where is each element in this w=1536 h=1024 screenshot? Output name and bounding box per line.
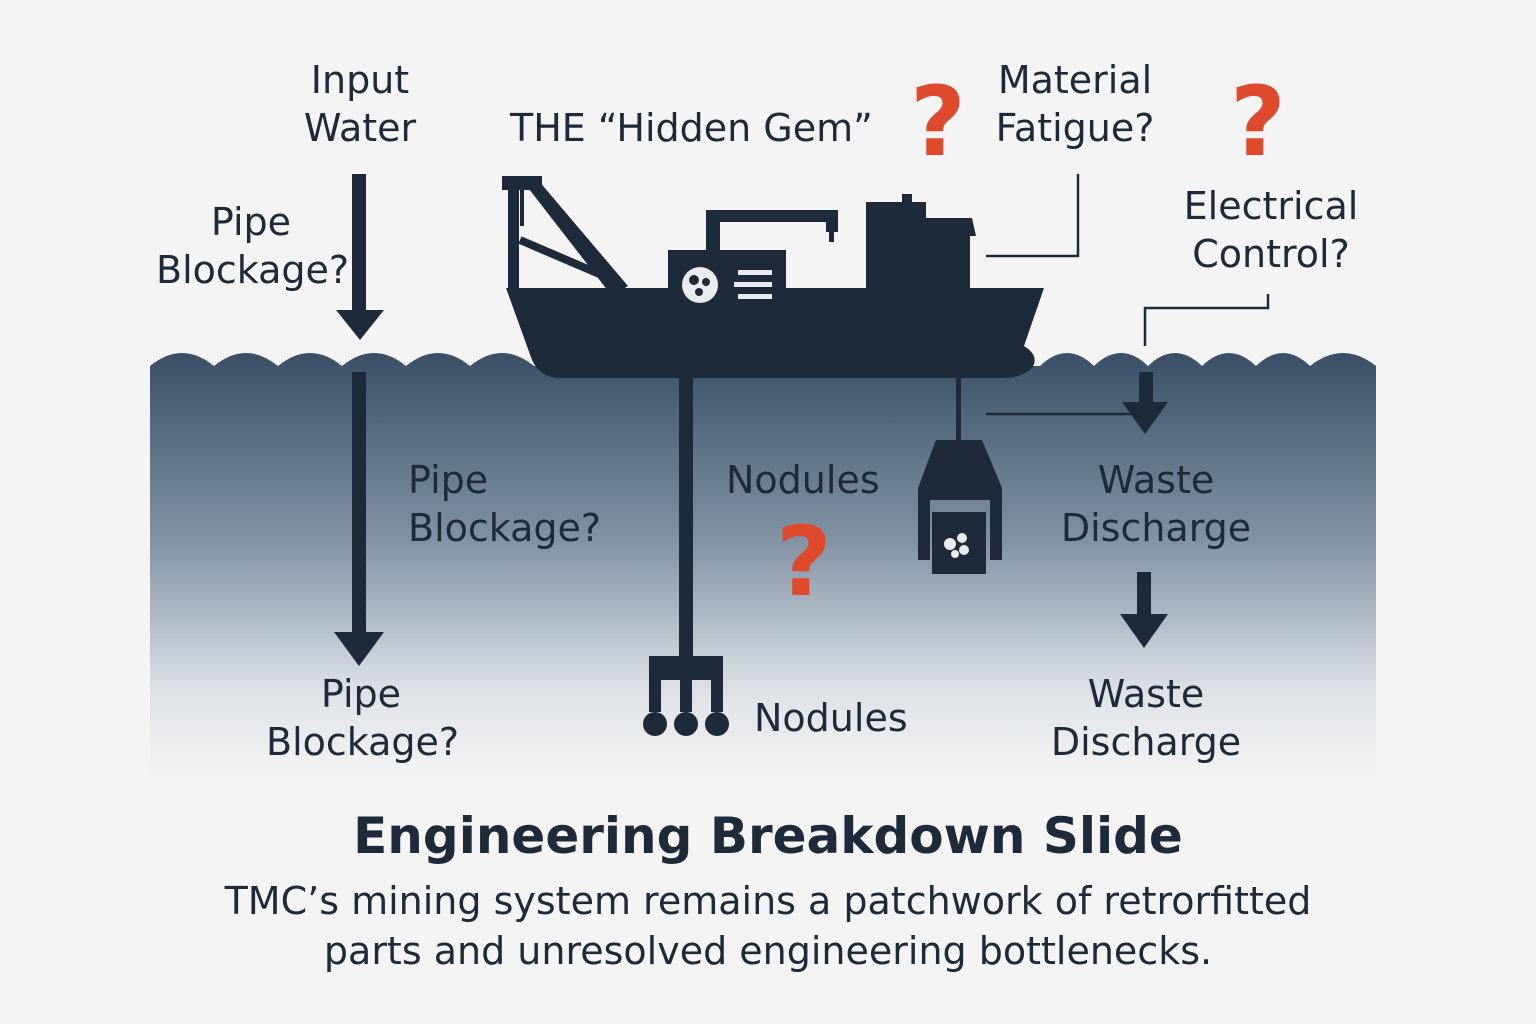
material-fatigue-line-1: Material xyxy=(997,58,1153,102)
pipe-blockage-top-line-2: Blockage? xyxy=(156,248,350,292)
waste-discharge-bottom-line-1: Waste xyxy=(1087,672,1205,716)
ocean-water xyxy=(150,353,1376,780)
question-mark-icon-electrical: ? xyxy=(1230,66,1286,178)
input-water-label: Input Water xyxy=(290,56,430,152)
electrical-control-label: Electrical Control? xyxy=(1176,182,1366,278)
pipe-blockage-top-line-1: Pipe xyxy=(210,200,292,244)
processing-unit-nodules xyxy=(944,533,969,558)
question-mark-icon-nodules: ? xyxy=(776,506,832,618)
waste-arrow-upper xyxy=(1122,372,1168,434)
pipe-blockage-mid-label: Pipe Blockage? xyxy=(408,456,601,552)
waste-discharge-mid-line-2: Discharge xyxy=(1060,506,1252,550)
question-mark-icon-material: ? xyxy=(910,66,966,178)
processing-unit xyxy=(918,378,1002,574)
pipe-blockage-bottom-line-1: Pipe xyxy=(320,672,402,716)
nodules-mid-label: Nodules xyxy=(726,458,880,502)
connector-lines xyxy=(986,174,1270,416)
nodule-collector-heads xyxy=(643,712,729,736)
input-water-arrow xyxy=(336,174,384,340)
electrical-control-connector xyxy=(1143,294,1270,346)
slide-subtitle: TMC’s mining system remains a patchwork … xyxy=(0,876,1536,976)
waste-discharge-mid-label: Waste Discharge xyxy=(1056,456,1256,552)
waste-discharge-bottom-line-2: Discharge xyxy=(1050,720,1242,764)
input-water-line-1: Input xyxy=(310,58,410,102)
pipe-blockage-top-label: Pipe Blockage? xyxy=(156,198,350,294)
material-fatigue-label: Material Fatigue? xyxy=(990,56,1160,152)
electrical-control-line-1: Electrical xyxy=(1183,184,1359,228)
waste-discharge-mid-line-1: Waste xyxy=(1097,458,1215,502)
ship-logo xyxy=(682,267,772,303)
mining-ship xyxy=(502,176,1044,378)
hidden-gem-label: THE “Hidden Gem” xyxy=(510,106,873,150)
pipe-blockage-mid-line-2: Blockage? xyxy=(408,506,602,550)
riser-pipe xyxy=(649,376,723,712)
input-water-line-2: Water xyxy=(303,106,417,150)
waste-discharge-bottom-label: Waste Discharge xyxy=(1046,670,1246,766)
subtitle-line-2: parts and unresolved engineering bottlen… xyxy=(323,929,1213,973)
material-fatigue-connector xyxy=(986,174,1080,258)
slide-title: Engineering Breakdown Slide xyxy=(353,807,1183,865)
subtitle-line-1: TMC’s mining system remains a patchwork … xyxy=(224,879,1312,923)
waste-arrow-lower xyxy=(1120,572,1168,648)
nodules-bottom-label: Nodules xyxy=(754,696,908,740)
pipe-blockage-bottom-line-2: Blockage? xyxy=(266,720,460,764)
electrical-control-line-2: Control? xyxy=(1192,232,1350,276)
pipe-down-arrow xyxy=(334,372,384,666)
pipe-blockage-bottom-label: Pipe Blockage? xyxy=(266,670,460,766)
material-fatigue-line-2: Fatigue? xyxy=(995,106,1155,150)
pipe-blockage-mid-line-1: Pipe xyxy=(408,458,489,502)
